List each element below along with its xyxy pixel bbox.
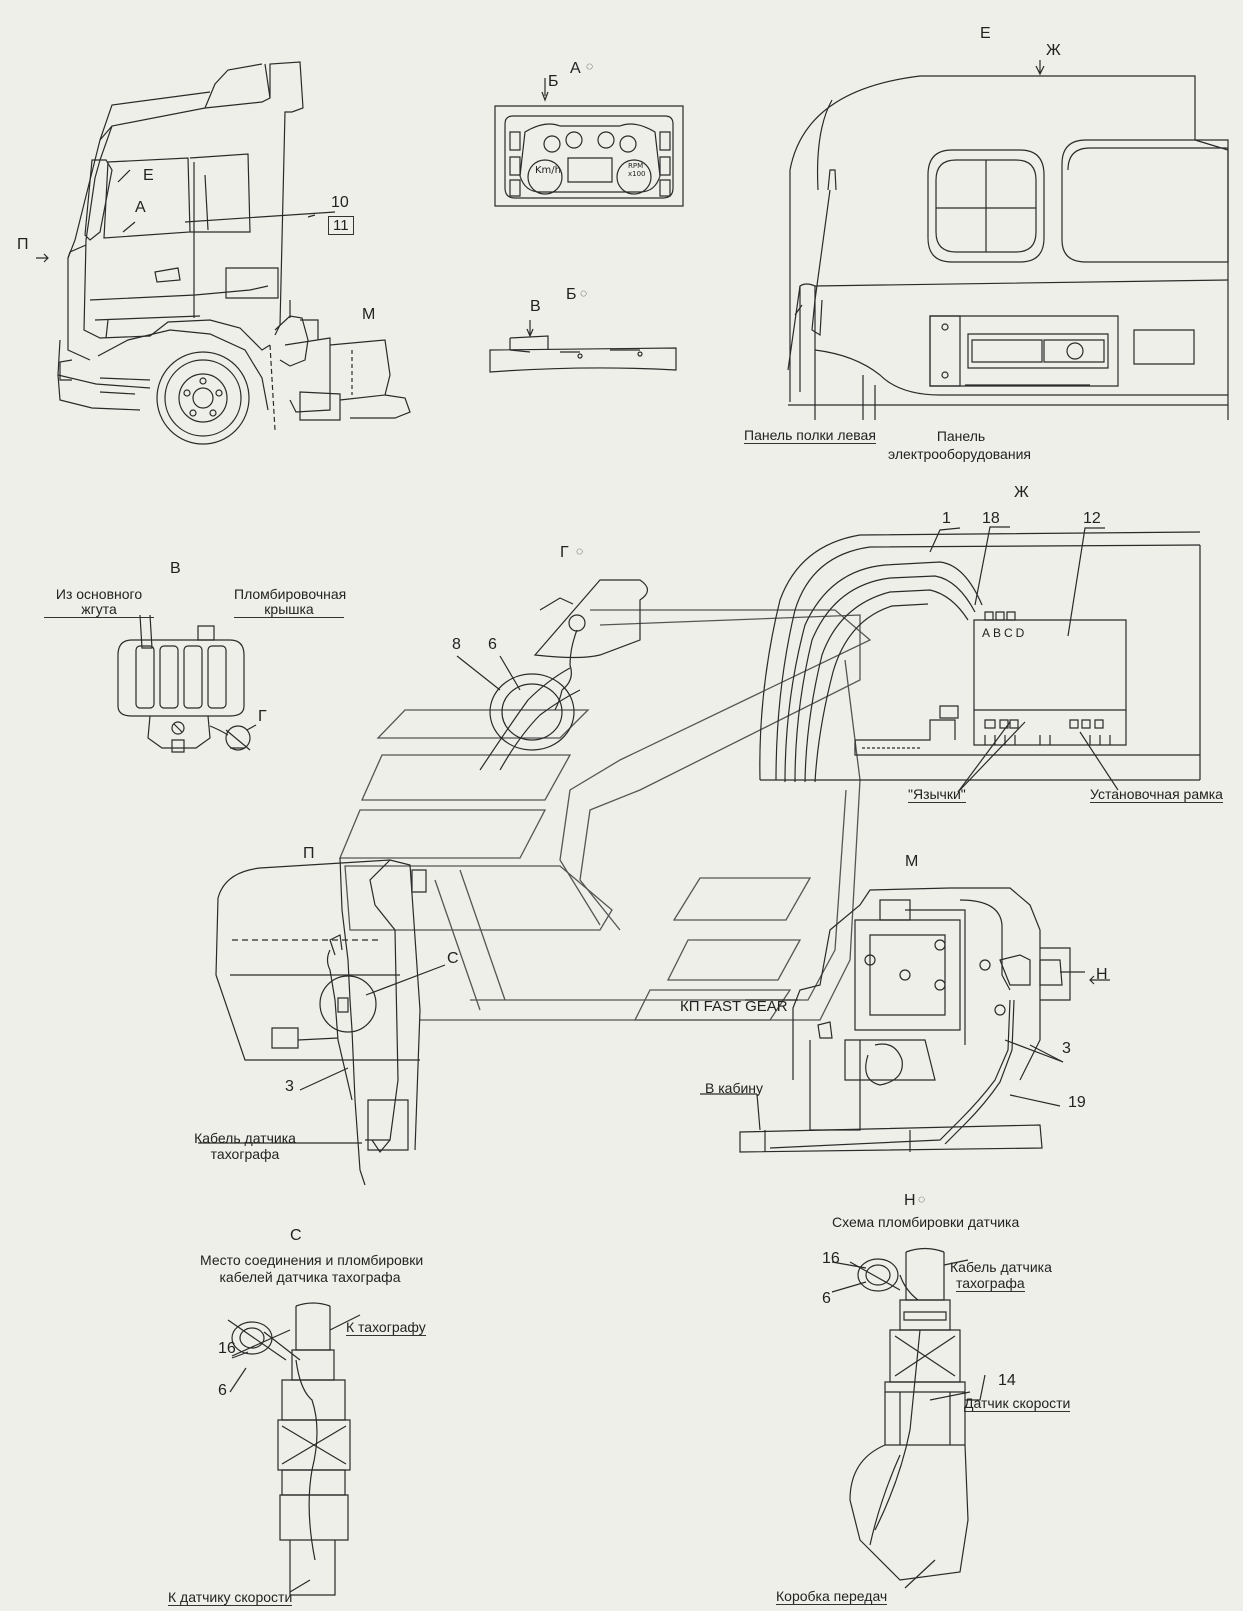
view-m-arrow-label: М	[362, 306, 376, 323]
view-g-rotation-icon: ◌	[576, 544, 584, 558]
junction-title-2: кабелей датчика тахографа	[219, 1269, 401, 1285]
electro-panel-label-1: Панель	[936, 428, 986, 444]
view-e-title: Е	[980, 25, 991, 42]
view-b-title: Б	[566, 286, 577, 303]
view-a-marker: А	[135, 199, 146, 216]
to-speed-sensor-label: К датчику скорости	[168, 1589, 293, 1607]
callout-8: 8	[452, 636, 461, 653]
speed-sensor-label: Датчик скорости	[964, 1395, 1071, 1413]
gearbox-view	[700, 888, 1110, 1152]
view-p-title: П	[303, 845, 315, 862]
callout-19: 19	[1068, 1094, 1086, 1111]
callout-18: 18	[982, 510, 1000, 527]
tacho-sensor-cable-2: тахографа	[210, 1146, 280, 1162]
view-n-rotation-icon: ◌	[918, 1192, 926, 1206]
tacho-cable-n-label-2: тахографа	[956, 1275, 1025, 1293]
callout-11: 11	[328, 216, 354, 236]
from-main-harness-2: жгута	[44, 601, 154, 619]
tachograph-mounting-view	[760, 527, 1200, 792]
callout-14: 14	[998, 1372, 1016, 1389]
view-v-marker: В	[530, 298, 541, 315]
truck-side-view	[36, 62, 410, 444]
view-a-title: А	[570, 60, 581, 77]
callout-6-c: 6	[218, 1382, 227, 1399]
tacho-cable-n-label-1: Кабель датчика	[950, 1259, 1052, 1275]
to-tachograph-label: К тахографу	[346, 1319, 426, 1337]
view-n-title: Н	[904, 1192, 916, 1209]
view-b-rotation-icon: ◌	[580, 286, 588, 300]
from-main-harness-1: Из основного	[55, 586, 143, 602]
gearbox-fast-gear-label: КП FAST GEAR	[680, 998, 788, 1015]
junction-title-1: Место соединения и пломбировки	[200, 1252, 424, 1268]
callout-6-n: 6	[822, 1290, 831, 1307]
view-p-arrow-label: П	[17, 236, 29, 253]
seal-detail-view	[457, 580, 648, 770]
view-v-title: В	[170, 560, 181, 577]
view-g-title: Г	[560, 544, 569, 561]
tacho-sensor-cable-1: Кабель датчика	[194, 1130, 296, 1146]
background-chevrons	[340, 610, 870, 1020]
sensor-seal-scheme-label: Схема пломбировки датчика	[832, 1214, 1020, 1230]
callout-16-n: 16	[822, 1250, 840, 1267]
junction-seal-view	[228, 1303, 360, 1595]
callout-3-p: 3	[285, 1078, 294, 1095]
gearbox-label: Коробка передач	[776, 1588, 888, 1606]
svg-text:x100: x100	[628, 170, 646, 178]
view-m-title: М	[905, 853, 919, 870]
seal-cover-label-1: Пломбировочная	[234, 586, 347, 602]
tachograph-letters: ABCD	[982, 626, 1028, 640]
svg-text:Km/h: Km/h	[535, 165, 561, 176]
view-zh-title: Ж	[1014, 484, 1029, 501]
tongues-label: "Язычки"	[908, 786, 966, 804]
shelf-panel-left-label: Панель полки левая	[744, 427, 876, 445]
view-n-arrow-label: Н	[1096, 966, 1108, 983]
callout-10: 10	[331, 194, 349, 211]
electro-panel-label-2: электрооборудования	[888, 446, 1031, 462]
callout-1: 1	[942, 510, 951, 527]
callout-3-m: 3	[1062, 1040, 1071, 1057]
seal-cover-label-2: крышка	[234, 601, 344, 619]
front-cable-route-view	[198, 858, 445, 1185]
sensor-seal-view	[832, 1249, 985, 1589]
seal-cover-view	[118, 615, 256, 752]
view-b-marker: Б	[548, 73, 559, 90]
view-a-rotation-icon: ◌	[586, 59, 594, 73]
dash-top-view	[490, 320, 676, 372]
view-c-marker: С	[447, 950, 459, 967]
callout-6-g: 6	[488, 636, 497, 653]
cab-interior-view	[788, 60, 1228, 420]
view-c-title: С	[290, 1227, 302, 1244]
instrument-cluster: Km/h RPM x100	[495, 78, 683, 206]
svg-text:RPM: RPM	[628, 162, 643, 170]
view-e-marker: Е	[143, 167, 154, 184]
view-g-marker: Г	[258, 708, 267, 725]
callout-12: 12	[1083, 510, 1101, 527]
callout-16-c: 16	[218, 1340, 236, 1357]
view-zh-arrow-label: Ж	[1046, 42, 1061, 59]
to-cabin-label: В кабину	[705, 1080, 764, 1096]
mounting-frame-label: Установочная рамка	[1090, 786, 1223, 804]
